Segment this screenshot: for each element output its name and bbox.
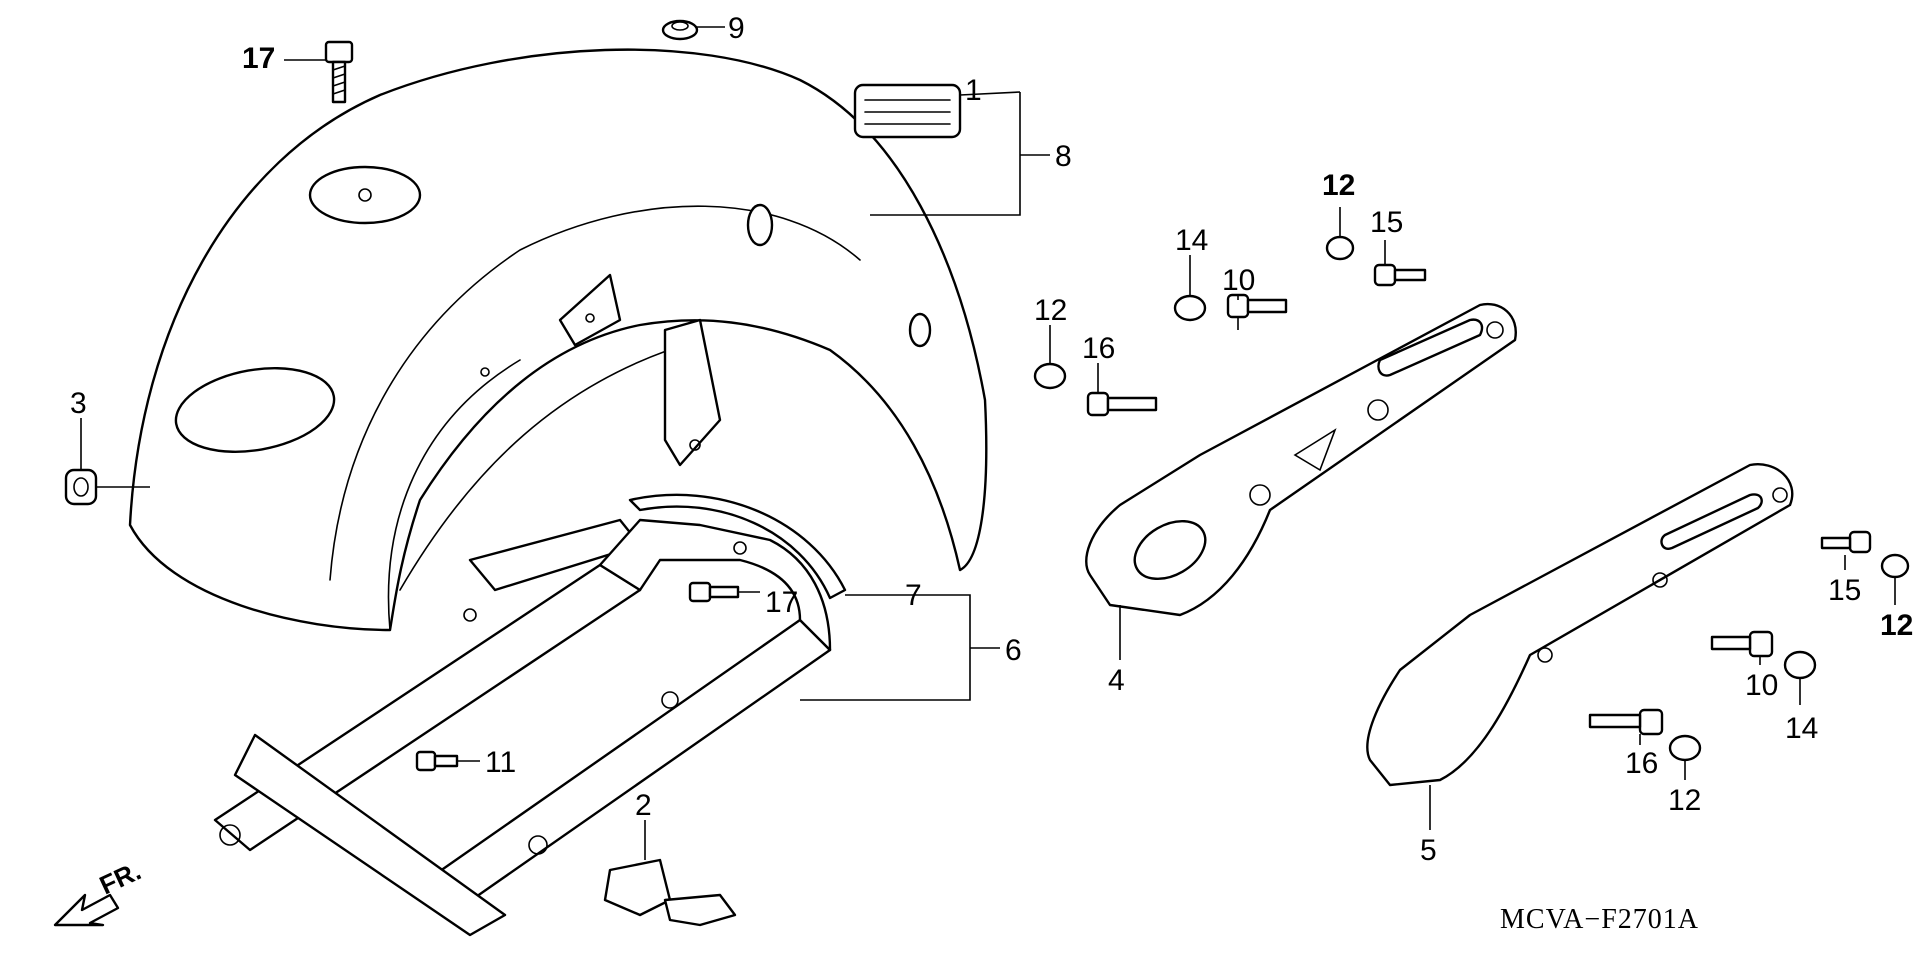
callout-9: 9 <box>728 12 745 45</box>
nut-9 <box>661 19 699 41</box>
grab-rail-right <box>1366 463 1794 787</box>
callout-6: 6 <box>1005 634 1022 667</box>
callout-12-top: 12 <box>1322 169 1355 202</box>
nut-12-top <box>1325 235 1355 261</box>
nut-12-right <box>1880 553 1910 579</box>
lock-bracket <box>603 858 737 927</box>
bolt-10-top <box>1226 293 1288 319</box>
callout-12-bottom: 12 <box>1668 784 1701 817</box>
collar-14-right <box>1783 650 1817 680</box>
drawing-code: MCVA−F2701A <box>1500 904 1699 935</box>
callout-1: 1 <box>965 74 982 107</box>
fender-stay <box>213 493 847 937</box>
bolt-10-right <box>1710 630 1774 658</box>
bolt-11 <box>415 750 459 772</box>
grab-rail-left <box>1085 302 1517 617</box>
bolt-17-top <box>324 40 354 104</box>
callout-8: 8 <box>1055 140 1072 173</box>
bolt-17-mid <box>688 581 740 603</box>
callout-15-top: 15 <box>1370 206 1403 239</box>
leader-lines <box>80 26 1896 860</box>
direction-label: FR. <box>95 856 146 901</box>
callout-4: 4 <box>1108 664 1125 697</box>
callout-7: 7 <box>905 579 922 612</box>
callout-14-right: 14 <box>1785 712 1818 745</box>
callout-12-right: 12 <box>1880 609 1913 642</box>
callout-10-top: 10 <box>1222 264 1255 297</box>
bolt-16-top <box>1086 391 1158 417</box>
collar-14-top <box>1173 294 1207 322</box>
rear-fender <box>128 48 988 632</box>
callout-16-top: 16 <box>1082 332 1115 365</box>
callout-17-top: 17 <box>242 42 275 75</box>
callout-5: 5 <box>1420 834 1437 867</box>
bolt-15-top <box>1373 263 1427 287</box>
front-direction-arrow-icon <box>53 893 120 927</box>
callout-10-right: 10 <box>1745 669 1778 702</box>
callout-16-right: 16 <box>1625 747 1658 780</box>
nut-12-bottom <box>1668 734 1702 762</box>
callout-3: 3 <box>70 387 87 420</box>
bolt-16-right <box>1588 708 1664 736</box>
callout-12-left: 12 <box>1034 294 1067 327</box>
nut-12-left <box>1033 362 1067 390</box>
callout-11: 11 <box>485 746 516 779</box>
callout-15-right: 15 <box>1828 574 1861 607</box>
callout-2: 2 <box>635 789 652 822</box>
bolt-15-right <box>1820 530 1872 554</box>
grommet-3 <box>64 468 98 506</box>
reflector <box>853 83 962 139</box>
callouts: 1 8 9 17 3 7 6 17 11 2 4 5 12 15 14 10 1… <box>70 12 1913 867</box>
callout-17-mid: 17 <box>765 586 798 619</box>
callout-14-top: 14 <box>1175 224 1208 257</box>
